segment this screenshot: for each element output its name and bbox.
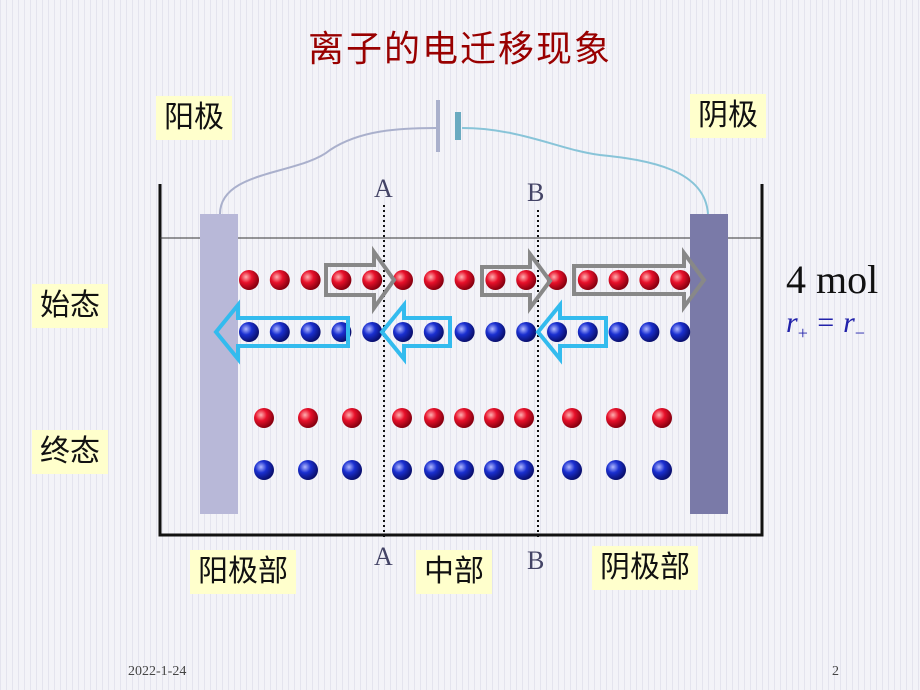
cation-8 xyxy=(454,270,475,290)
wire-left xyxy=(219,127,437,215)
anion-12 xyxy=(577,322,598,342)
anode-plate xyxy=(200,214,238,514)
initial-state-label: 始态 xyxy=(32,284,108,328)
final-anion-2 xyxy=(298,460,318,480)
final-cation-3 xyxy=(342,408,362,428)
anion-5 xyxy=(362,322,383,342)
boundary-b-top-label: B xyxy=(527,178,545,207)
slide-title: 离子的电迁移现象 xyxy=(307,29,612,70)
anion-2 xyxy=(269,322,290,342)
amount-annotation: 4 mol xyxy=(786,257,879,302)
cathode-label: 阴极 xyxy=(690,94,766,138)
boundary-b-bottom-label: B xyxy=(527,546,545,575)
final-anion-11 xyxy=(652,460,672,480)
cation-2 xyxy=(269,270,290,290)
footer-page: 2 xyxy=(832,664,839,679)
final-anion-9 xyxy=(562,460,582,480)
final-cation-4 xyxy=(392,408,412,428)
anion-arrow-2 xyxy=(379,299,452,365)
rate-sub-plus: + xyxy=(797,323,808,343)
final-anion-4 xyxy=(392,460,412,480)
rate-equals: = xyxy=(807,306,844,339)
cation-14 xyxy=(639,270,660,290)
anion-11 xyxy=(547,322,567,342)
cation-11 xyxy=(547,270,567,290)
final-cation-row xyxy=(254,408,672,428)
cation-13 xyxy=(608,270,629,290)
anion-15 xyxy=(670,322,691,342)
final-cation-1 xyxy=(254,408,274,428)
cation-arrow-2 xyxy=(480,247,553,315)
anion-13 xyxy=(608,322,629,342)
cation-5 xyxy=(362,270,383,290)
final-cation-9 xyxy=(562,408,582,428)
anion-arrow-3 xyxy=(535,299,608,365)
final-cation-10 xyxy=(606,408,626,428)
anion-9 xyxy=(485,322,506,342)
final-anion-6 xyxy=(454,460,474,480)
final-cation-5 xyxy=(424,408,444,428)
rate-r-left: r xyxy=(786,306,798,339)
anion-3 xyxy=(300,322,321,342)
middle-region-label: 中部 xyxy=(416,550,492,594)
final-anion-8 xyxy=(514,460,534,480)
beaker xyxy=(158,184,764,537)
cation-12 xyxy=(577,270,598,290)
anode-label: 阳极 xyxy=(156,96,232,140)
cathode-plate xyxy=(690,214,728,514)
cation-7 xyxy=(423,270,444,290)
final-state-label: 终态 xyxy=(32,430,108,474)
rate-relation: r+ = r− xyxy=(786,306,865,344)
boundary-a-top-label: A xyxy=(374,174,393,203)
final-anion-7 xyxy=(484,460,504,480)
final-anion-5 xyxy=(424,460,444,480)
final-cation-11 xyxy=(652,408,672,428)
anion-1 xyxy=(239,322,259,342)
cation-6 xyxy=(393,270,413,290)
final-anion-10 xyxy=(606,460,626,480)
anion-arrow-1 xyxy=(213,299,350,365)
final-cation-2 xyxy=(298,408,318,428)
final-anion-1 xyxy=(254,460,274,480)
anion-6 xyxy=(393,322,413,342)
final-cation-7 xyxy=(484,408,504,428)
anode-region-label: 阳极部 xyxy=(190,550,296,594)
wire-right xyxy=(461,127,709,215)
boundary-a-bottom-label: A xyxy=(374,542,393,571)
cation-9 xyxy=(485,270,506,290)
cation-arrow-3 xyxy=(572,246,707,314)
cation-arrow-1 xyxy=(324,245,397,315)
cation-3 xyxy=(300,270,321,290)
initial-anion-row xyxy=(239,322,691,342)
cathode-region-label: 阴极部 xyxy=(592,546,698,590)
cation-15 xyxy=(670,270,691,290)
anion-10 xyxy=(516,322,537,342)
footer-date: 2022-1-24 xyxy=(128,664,187,679)
cation-4 xyxy=(331,270,352,290)
anion-8 xyxy=(454,322,475,342)
cation-1 xyxy=(239,270,259,290)
rate-r-right: r xyxy=(843,306,855,339)
anion-7 xyxy=(423,322,444,342)
final-anion-3 xyxy=(342,460,362,480)
rate-sub-minus: − xyxy=(854,323,865,343)
cation-10 xyxy=(516,270,537,290)
anion-14 xyxy=(639,322,660,342)
final-anion-row xyxy=(254,460,672,480)
final-cation-6 xyxy=(454,408,474,428)
initial-cation-row xyxy=(239,270,691,290)
final-cation-8 xyxy=(514,408,534,428)
